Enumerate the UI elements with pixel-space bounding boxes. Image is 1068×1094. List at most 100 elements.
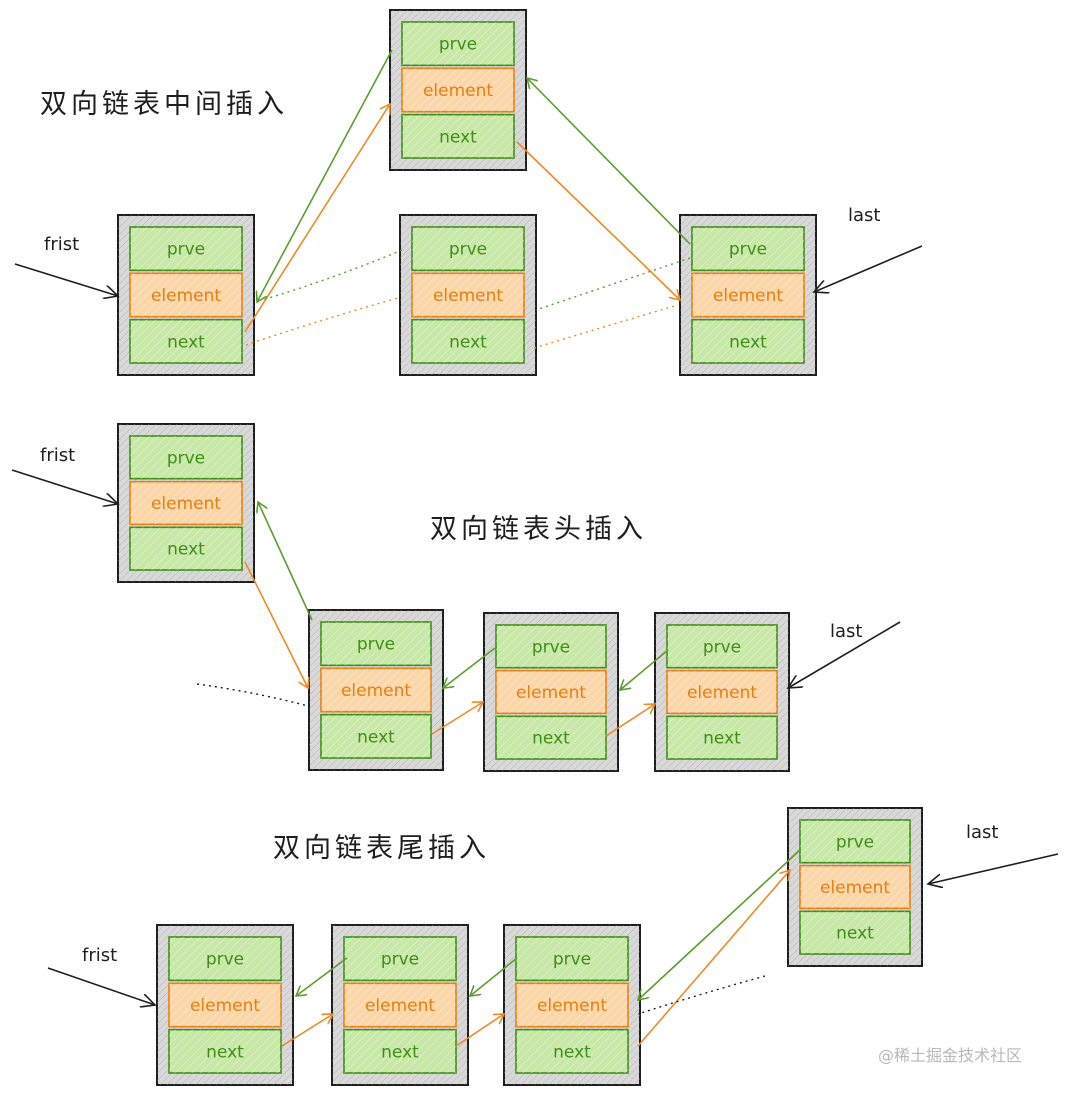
last-pointer-label: last	[830, 621, 862, 642]
green-arrow	[257, 49, 393, 302]
middle-insert-links	[244, 49, 691, 349]
prev-field-hatch	[130, 227, 242, 271]
next-field-label: next	[357, 727, 395, 747]
title-tail-insert: 双向链表尾插入	[273, 833, 490, 864]
prev-field-hatch	[169, 937, 281, 981]
first-pointer-arrow	[11, 469, 118, 504]
next-field-label: next	[532, 729, 570, 749]
title-middle-insert: 双向链表中间插入	[40, 89, 288, 120]
next-field-label: next	[167, 540, 205, 560]
next-field-hatch	[800, 911, 910, 954]
next-field-hatch	[130, 527, 242, 570]
orange-arrow	[516, 141, 680, 300]
dotted-orange-link	[245, 297, 399, 346]
orange-arrow	[455, 1014, 504, 1047]
prev-field-hatch	[692, 227, 804, 271]
last-pointer-arrow	[788, 621, 901, 688]
element-field-hatch	[800, 865, 910, 909]
head-insert-links	[196, 502, 669, 737]
prev-field-label: prve	[167, 240, 205, 260]
tail-node-2: prve element next	[331, 924, 469, 1086]
last-pointer-label: last	[848, 205, 880, 226]
green-arrow	[296, 957, 348, 996]
prev-field-label: prve	[836, 832, 874, 852]
next-field-hatch	[321, 714, 431, 758]
prev-field-label: prve	[357, 635, 395, 655]
first-pointer-arrow	[14, 263, 118, 296]
head-node-2: prve element next	[483, 612, 619, 772]
prev-field-hatch	[667, 625, 777, 668]
prev-field-hatch	[130, 436, 242, 479]
element-field-label: element	[433, 286, 503, 306]
prev-field-label: prve	[439, 35, 477, 55]
prev-field-hatch	[516, 937, 628, 981]
dotted-green-link	[535, 257, 691, 311]
prev-field-hatch	[800, 820, 910, 863]
dotted-black-link	[637, 975, 766, 1015]
next-field-hatch	[692, 319, 804, 363]
element-field-label: element	[151, 286, 221, 306]
next-field-hatch	[667, 716, 777, 759]
next-field-label: next	[729, 332, 767, 352]
next-field-hatch	[412, 319, 524, 363]
next-field-hatch	[496, 716, 606, 759]
prev-field-label: prve	[206, 950, 244, 970]
element-field-label: element	[687, 683, 757, 703]
first-pointer-label: frist	[40, 445, 75, 466]
prev-field-label: prve	[381, 950, 419, 970]
element-field-label: element	[190, 996, 260, 1016]
middle-first-node: prve element next	[117, 214, 255, 376]
dotted-orange-link	[533, 304, 679, 349]
pointer-arrows	[11, 245, 1059, 1005]
element-field-label: element	[516, 683, 586, 703]
element-field-hatch	[321, 668, 431, 712]
prev-field-hatch	[344, 937, 456, 981]
green-arrow	[638, 849, 801, 1000]
element-field-label: element	[713, 286, 783, 306]
element-field-label: element	[423, 81, 493, 101]
orange-arrow	[605, 704, 655, 737]
element-field-label: element	[365, 996, 435, 1016]
first-pointer-label: frist	[82, 945, 117, 966]
element-field-hatch	[692, 273, 804, 317]
green-arrow	[470, 957, 518, 996]
prev-field-hatch	[321, 622, 431, 666]
element-field-hatch	[169, 983, 281, 1027]
next-field-label: next	[167, 332, 205, 352]
next-field-hatch	[344, 1029, 456, 1073]
tail-node-1: prve element next	[156, 924, 294, 1086]
prev-field-label: prve	[553, 950, 591, 970]
prev-field-hatch	[496, 625, 606, 668]
first-pointer-arrow	[47, 967, 155, 1005]
last-pointer-label: last	[966, 822, 998, 843]
orange-arrow	[281, 1014, 333, 1047]
element-field-hatch	[516, 983, 628, 1027]
element-field-hatch	[402, 68, 514, 112]
orange-arrow	[244, 104, 390, 333]
green-arrow	[620, 649, 669, 690]
element-field-label: element	[820, 878, 890, 898]
prev-field-label: prve	[532, 637, 570, 657]
element-field-hatch	[667, 670, 777, 714]
next-field-hatch	[516, 1029, 628, 1073]
green-arrow	[258, 502, 313, 621]
prev-field-hatch	[412, 227, 524, 271]
next-field-label: next	[206, 1042, 244, 1062]
element-field-hatch	[130, 273, 242, 317]
element-field-hatch	[344, 983, 456, 1027]
middle-new-node: prve element next	[389, 9, 527, 171]
orange-arrow	[431, 702, 483, 735]
next-field-hatch	[402, 114, 514, 158]
last-pointer-arrow	[814, 245, 923, 292]
tail-insert-links	[281, 849, 801, 1047]
next-field-label: next	[381, 1042, 419, 1062]
nodes-layer: prve element next prve element next prve elemen…	[117, 9, 923, 1086]
next-field-hatch	[169, 1029, 281, 1073]
next-field-label: next	[439, 127, 477, 147]
